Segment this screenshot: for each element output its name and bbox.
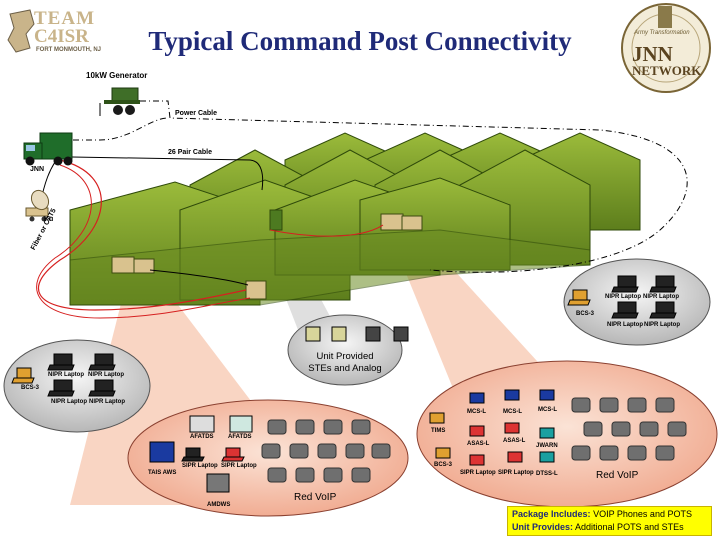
team-c4isr-emblem (7, 9, 35, 53)
right-item-mcs-3: MCS-L (538, 407, 557, 413)
jnn-network-logo: Army Transformation JNN NETWORK (612, 0, 720, 88)
center-item-sipr-1: SIPR Laptop (182, 463, 218, 469)
voip-phone-grid-center (261, 419, 391, 483)
logo-right-arc: Army Transformation (634, 30, 690, 36)
logo-left-location: FORT MONMOUTH, NJ (36, 47, 101, 53)
pair-cable-label: 26 Pair Cable (168, 149, 212, 156)
page-title: Typical Command Post Connectivity (148, 26, 572, 56)
fiber-cable-2 (36, 164, 251, 319)
left-cluster-device: BCS-3 (21, 385, 40, 391)
right-cluster-device: BCS-3 (576, 311, 595, 317)
package-includes-line: Package Includes: VOIP Phones and POTS (512, 508, 707, 521)
right-cluster-laptop-2: NIPR Laptop (643, 294, 679, 300)
right-item-asas-1: ASAS-L (467, 441, 490, 447)
phone-icon-group (305, 326, 409, 342)
logo-right-line2: NETWORK (632, 63, 702, 78)
center-item-afatds-1: AFATDS (190, 434, 214, 440)
left-cluster-laptop-1: NIPR Laptop (48, 372, 84, 378)
jnn-truck-icon (23, 132, 73, 166)
right-item-mcs-2: MCS-L (503, 409, 522, 415)
right-item-mcs-1: MCS-L (467, 409, 486, 415)
package-includes-value: VOIP Phones and POTS (593, 509, 692, 519)
generator-icon (104, 87, 140, 115)
phone-cluster-caption-1: Unit Provided (316, 351, 374, 362)
right-item-sipr-1: SIPR Laptop (460, 470, 496, 476)
left-cluster-laptop-4: NIPR Laptop (89, 399, 125, 405)
tent-door (269, 209, 283, 231)
right-item-asas-2: ASAS-L (503, 438, 526, 444)
bottom-right-equipment (429, 389, 555, 466)
right-cluster-laptop-4: NIPR Laptop (644, 322, 680, 328)
right-voip-label: Red VoIP (596, 470, 639, 481)
center-item-tais: TAIS AWS (148, 470, 177, 476)
tent-node-3 (245, 280, 267, 300)
jnn-network-emblem (621, 3, 711, 93)
jnn-label: JNN (30, 166, 45, 173)
right-cluster-laptop-3: NIPR Laptop (607, 322, 643, 328)
center-voip-label: Red VoIP (294, 492, 337, 503)
laptop-icon-group-right (567, 275, 677, 319)
package-provides-line: Unit Provides: Additional POTS and STEs (512, 521, 707, 534)
tent-node-5 (401, 215, 423, 231)
left-cluster-laptop-2: NIPR Laptop (88, 372, 124, 378)
right-item-sipr-2: SIPR Laptop (498, 470, 534, 476)
package-provides-label: Unit Provides: (512, 522, 574, 532)
package-provides-value: Additional POTS and STEs (575, 522, 684, 532)
right-item-bcs: BCS-3 (434, 462, 453, 468)
tent-cable (149, 269, 249, 286)
tent-node-1 (111, 256, 135, 274)
phone-cluster-caption: Unit Provided STEs and Analog (300, 351, 390, 375)
ku-dish-icon (25, 189, 50, 222)
right-item-dtss: DTSS-L (536, 471, 558, 477)
power-cable (140, 100, 688, 273)
package-includes-label: Package Includes: (512, 509, 591, 519)
fiber-cable (37, 159, 247, 311)
laptop-icon-group-left (11, 353, 116, 397)
team-c4isr-logo: TEAM C4ISR FORT MONMOUTH, NJ (6, 8, 102, 56)
voip-phone-grid-right (571, 397, 687, 461)
phone-cluster-caption-2: STEs and Analog (308, 363, 382, 374)
generator-label: 10kW Generator (86, 71, 148, 80)
power-cable-label: Power Cable (175, 110, 218, 117)
right-item-jwarn: JWARN (536, 443, 558, 449)
power-cable-loop (60, 117, 169, 141)
center-item-sipr-2: SIPR Laptop (221, 463, 257, 469)
package-info-box: Package Includes: VOIP Phones and POTS U… (507, 506, 712, 536)
bottom-center-equipment (149, 415, 253, 493)
logo-right-line1: JNN (632, 42, 673, 66)
pair-cable (71, 156, 264, 191)
tent-node-2 (133, 258, 155, 274)
right-item-tims: TIMS (431, 428, 446, 434)
left-cluster-laptop-3: NIPR Laptop (51, 399, 87, 405)
logo-left-line2: C4ISR (34, 26, 89, 47)
ku-label: Ku (44, 216, 54, 223)
logo-left-line1: TEAM (34, 8, 95, 29)
center-item-amdws: AMDWS (207, 502, 231, 508)
tent-cable-red (269, 224, 384, 237)
tent-complex (69, 132, 641, 306)
center-item-afatds-2: AFATDS (228, 434, 252, 440)
right-cluster-laptop-1: NIPR Laptop (605, 294, 641, 300)
tent-node-4 (380, 213, 404, 231)
